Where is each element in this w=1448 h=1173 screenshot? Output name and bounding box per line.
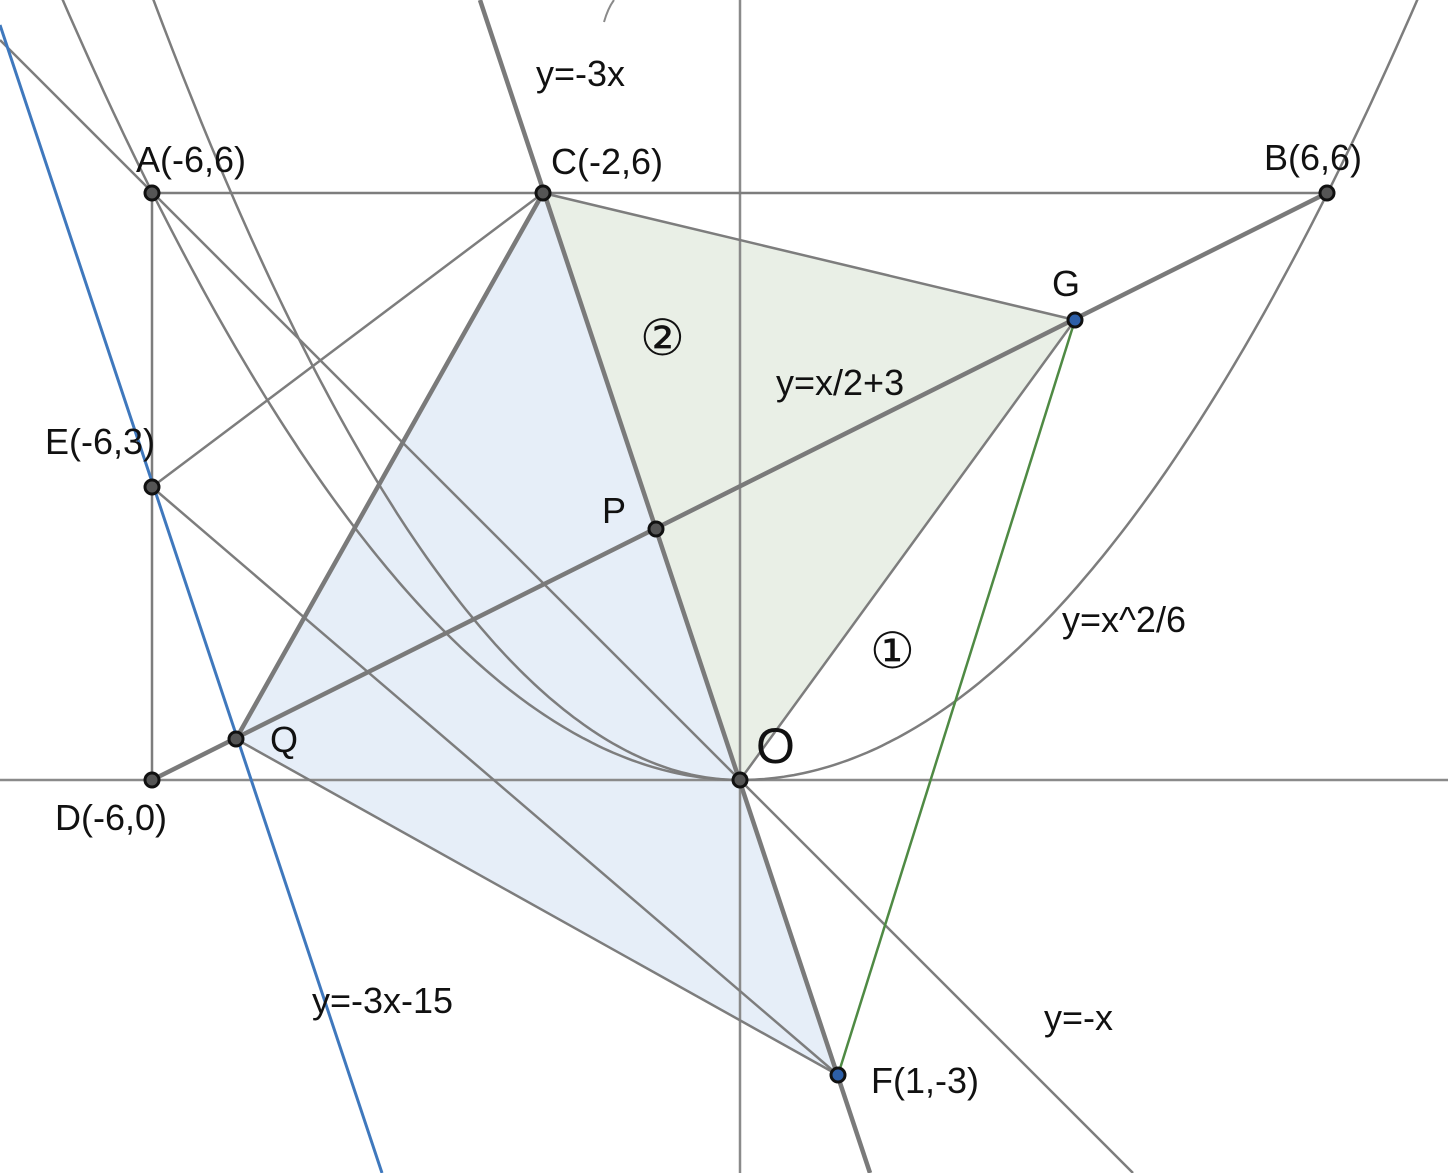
point-p bbox=[647, 520, 665, 538]
line-qf bbox=[235, 737, 839, 1077]
label-line-y-neg3x: y=-3x bbox=[536, 53, 625, 94]
line-y-half-x-plus-3 bbox=[150, 190, 1329, 783]
point-d bbox=[143, 771, 161, 789]
label-o: O bbox=[756, 718, 795, 774]
label-line-y-half: y=x/2+3 bbox=[776, 362, 904, 403]
label-line-y-neg3x-15: y=-3x-15 bbox=[312, 980, 453, 1021]
label-p: P bbox=[602, 490, 626, 531]
line-y-neg-x bbox=[0, 39, 1134, 1173]
label-d: D(-6,0) bbox=[55, 797, 167, 838]
line-ef bbox=[151, 486, 839, 1076]
region-triangle-cqf bbox=[236, 193, 838, 1075]
label-line-y-negx: y=-x bbox=[1044, 997, 1113, 1038]
point-a bbox=[143, 184, 161, 202]
point-f bbox=[829, 1066, 847, 1084]
point-b bbox=[1318, 184, 1336, 202]
line-fg bbox=[836, 319, 1077, 1076]
label-q: Q bbox=[270, 719, 298, 760]
label-c: C(-2,6) bbox=[551, 141, 663, 182]
point-c bbox=[534, 184, 552, 202]
label-a: A(-6,6) bbox=[136, 139, 246, 180]
label-b: B(6,6) bbox=[1264, 137, 1362, 178]
line-ce bbox=[151, 192, 544, 488]
line-cg bbox=[542, 191, 1076, 322]
line-y-neg3x-15 bbox=[0, 24, 384, 1173]
region-triangle-cgo bbox=[543, 193, 1075, 780]
label-region-one: ① bbox=[870, 623, 915, 679]
label-e: E(-6,3) bbox=[45, 421, 155, 462]
point-q bbox=[227, 730, 245, 748]
line-go bbox=[738, 319, 1077, 781]
point-g bbox=[1066, 311, 1084, 329]
parabola-left-branch bbox=[152, 0, 741, 782]
label-region-two: ② bbox=[640, 310, 685, 366]
arc-fragment bbox=[603, 0, 615, 23]
label-f: F(1,-3) bbox=[871, 1060, 979, 1101]
label-g: G bbox=[1052, 263, 1080, 304]
point-e bbox=[143, 478, 161, 496]
line-cq bbox=[234, 191, 545, 741]
point-o bbox=[731, 771, 749, 789]
label-line-parabola: y=x^2/6 bbox=[1062, 599, 1186, 640]
